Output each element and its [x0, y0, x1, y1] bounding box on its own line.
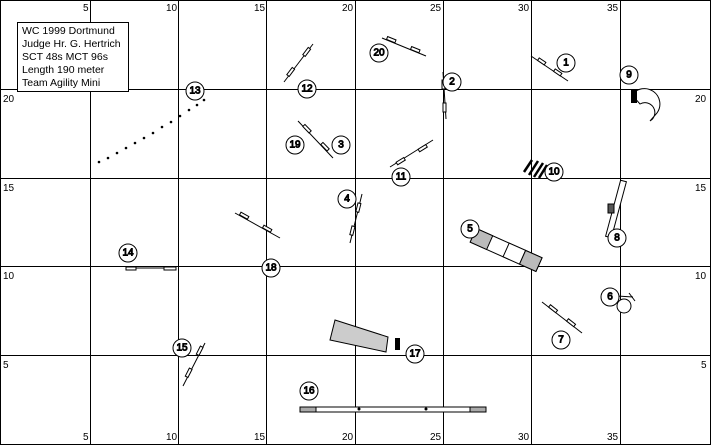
right-label: 15: [695, 183, 707, 194]
svg-text:14: 14: [122, 248, 134, 259]
chute-17: [329, 319, 400, 353]
bottom-label: 35: [607, 432, 619, 443]
seesaw-5: [469, 227, 543, 273]
svg-text:7: 7: [558, 335, 564, 346]
right-axis-labels: 20 15 10 5: [695, 94, 707, 371]
top-label: 5: [83, 3, 89, 14]
svg-text:1: 1: [563, 58, 569, 69]
svg-text:9: 9: [626, 70, 632, 81]
marker-18: 18: [261, 258, 281, 278]
top-label: 10: [166, 3, 178, 14]
right-label: 20: [695, 94, 707, 105]
jump-12: [283, 43, 314, 83]
marker-3: 3: [331, 135, 351, 155]
svg-text:2: 2: [449, 77, 455, 88]
svg-text:13: 13: [189, 86, 201, 97]
top-axis-labels: 5 10 15 20 25 30 35: [83, 3, 619, 14]
course-info-box: WC 1999 Dortmund Judge Hr. G. Hertrich S…: [17, 22, 129, 92]
svg-text:16: 16: [303, 386, 315, 397]
right-label: 10: [695, 271, 707, 282]
svg-text:11: 11: [396, 172, 407, 183]
marker-8: 8: [607, 228, 627, 248]
svg-text:12: 12: [301, 84, 313, 95]
jump-18: [234, 211, 281, 239]
marker-12: 12: [297, 79, 317, 99]
event-title: WC 1999 Dortmund: [22, 25, 115, 37]
jump-11: [389, 139, 434, 168]
svg-text:4: 4: [344, 194, 350, 205]
svg-text:8: 8: [614, 233, 620, 244]
svg-text:15: 15: [176, 343, 188, 354]
left-label: 5: [3, 360, 9, 371]
jump-3: [297, 120, 334, 159]
svg-text:19: 19: [289, 140, 301, 151]
weave-10: [522, 159, 549, 179]
top-label: 35: [607, 3, 619, 14]
marker-9: 9: [619, 65, 639, 85]
bottom-axis-labels: 5 10 15 20 25 30 35: [83, 432, 619, 443]
svg-text:10: 10: [548, 167, 560, 178]
table-6: [616, 292, 636, 314]
svg-text:18: 18: [265, 263, 277, 274]
course-length: Length 190 meter: [22, 64, 105, 76]
long-jump-14: [125, 266, 177, 271]
bottom-label: 30: [518, 432, 530, 443]
marker-7: 7: [551, 330, 571, 350]
marker-17: 17: [405, 344, 425, 364]
jump-20: [381, 35, 427, 57]
right-label: 5: [701, 360, 707, 371]
jump-1: [530, 55, 569, 82]
marker-19: 19: [285, 135, 305, 155]
top-label: 20: [342, 3, 354, 14]
tunnel-9: [631, 88, 661, 122]
svg-text:3: 3: [338, 140, 344, 151]
svg-text:20: 20: [373, 48, 385, 59]
marker-10: 10: [544, 162, 564, 182]
marker-20: 20: [369, 43, 389, 63]
top-label: 15: [254, 3, 266, 14]
judge-name: Judge Hr. G. Hertrich: [22, 38, 121, 50]
course-class: Team Agility Mini: [22, 77, 101, 89]
marker-1: 1: [556, 53, 576, 73]
left-label: 10: [3, 271, 15, 282]
bottom-label: 5: [83, 432, 89, 443]
jump-4: [349, 193, 363, 244]
left-axis-labels: 20 15 10 5: [3, 94, 15, 371]
marker-15: 15: [172, 338, 192, 358]
left-label: 15: [3, 183, 15, 194]
bottom-label: 25: [430, 432, 442, 443]
dogwalk-16: [299, 406, 487, 413]
bottom-label: 20: [342, 432, 354, 443]
marker-4: 4: [337, 189, 357, 209]
jump-7: [541, 301, 583, 334]
marker-13: 13: [185, 81, 205, 101]
marker-14: 14: [118, 243, 138, 263]
bottom-label: 15: [254, 432, 266, 443]
bottom-label: 10: [166, 432, 178, 443]
left-label: 20: [3, 94, 15, 105]
top-label: 30: [518, 3, 530, 14]
marker-2: 2: [442, 72, 462, 92]
svg-text:6: 6: [607, 292, 613, 303]
marker-16: 16: [299, 381, 319, 401]
path-13: [97, 98, 206, 164]
marker-5: 5: [460, 219, 480, 239]
course-times: SCT 48s MCT 96s: [22, 51, 108, 63]
jump-15: [182, 342, 206, 387]
svg-text:5: 5: [467, 224, 473, 235]
svg-text:17: 17: [409, 349, 421, 360]
top-label: 25: [430, 3, 442, 14]
marker-11: 11: [391, 167, 411, 187]
marker-6: 6: [600, 287, 620, 307]
